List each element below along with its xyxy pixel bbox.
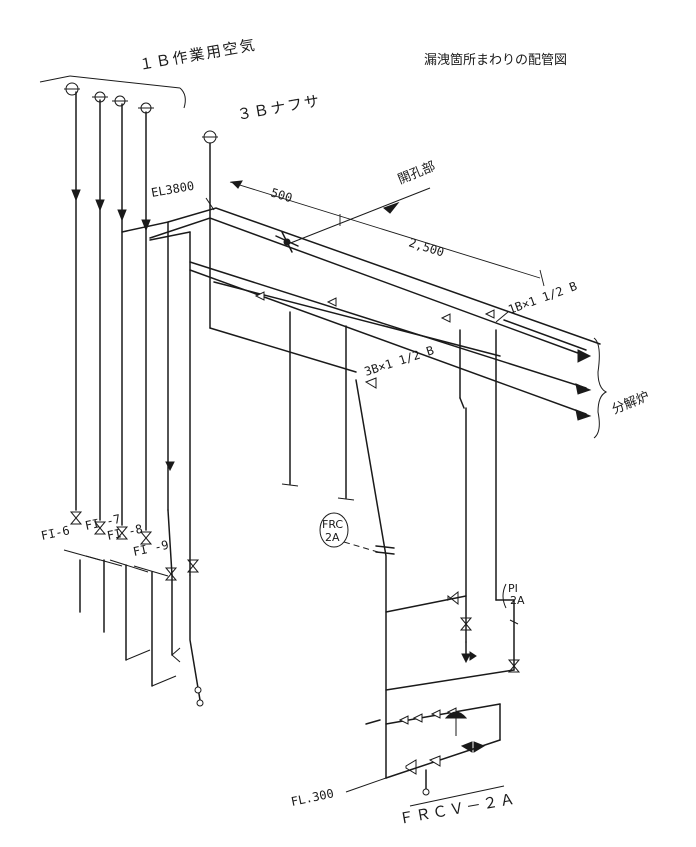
dimension-lines bbox=[229, 180, 545, 287]
air-vertical-pipes bbox=[71, 91, 177, 687]
frc-2a-instrument bbox=[319, 512, 349, 548]
leak-point-icon bbox=[275, 231, 299, 253]
label-3b-naphtha: ３Ｂナフサ bbox=[236, 91, 323, 123]
label-furnace: 分解炉 bbox=[610, 389, 652, 418]
vertical-drops bbox=[281, 311, 497, 643]
label-fi-9: FI -9 bbox=[132, 538, 170, 559]
reducer-1b-leader bbox=[495, 311, 509, 323]
fl-leader bbox=[345, 777, 387, 793]
pi-valve bbox=[509, 616, 519, 628]
furnace-brace bbox=[593, 337, 608, 439]
label-el-3800: EL3800 bbox=[150, 179, 195, 200]
label-pi-2a: PI bbox=[508, 582, 518, 595]
pi-bracket bbox=[502, 583, 507, 609]
label-dim-2500: 2,500 bbox=[407, 235, 446, 259]
label-frcv-2a: ＦＲＣＶ－２Ａ bbox=[398, 790, 518, 828]
control-loop-pipes bbox=[355, 379, 515, 779]
opening-arrowhead bbox=[383, 201, 400, 214]
frc-signal-line bbox=[343, 541, 379, 553]
air-header-valves bbox=[64, 82, 154, 114]
valve-icon bbox=[64, 82, 80, 96]
control-valve-icon bbox=[444, 711, 468, 736]
inner-vertical-pipes bbox=[121, 221, 204, 707]
diagram-title: 漏洩箇所まわりの配管図 bbox=[424, 52, 567, 68]
frcv-leader bbox=[409, 785, 505, 807]
air-header-bracket bbox=[39, 75, 186, 109]
label-frc-2a: FRC bbox=[322, 518, 343, 531]
control-loop-valves bbox=[398, 590, 521, 775]
bottom-drain bbox=[422, 769, 430, 796]
label-reducer-3b: 3B×1 1/2 B bbox=[363, 343, 436, 379]
label-reducer-1b: 1B×1 1/2 B bbox=[506, 279, 579, 317]
label-frc-2a-num: 2A bbox=[325, 531, 340, 544]
el-leader bbox=[205, 197, 215, 211]
fi-valves bbox=[63, 511, 169, 577]
naphtha-valve-icon bbox=[202, 130, 218, 144]
opening-leader bbox=[287, 187, 431, 245]
label-dim-500: 500 bbox=[269, 185, 294, 205]
main-diagonal-pipes bbox=[149, 207, 601, 421]
label-opening: 開孔部 bbox=[396, 159, 438, 188]
label-fi-6: FI-6 bbox=[40, 523, 71, 543]
valve-icon bbox=[92, 91, 108, 103]
label-fl-300: FL.300 bbox=[290, 786, 335, 809]
valve-icon bbox=[112, 95, 128, 107]
label-1b-air: １Ｂ作業用空気 bbox=[138, 36, 258, 74]
label-pi-2a-num: 2A bbox=[510, 594, 525, 607]
